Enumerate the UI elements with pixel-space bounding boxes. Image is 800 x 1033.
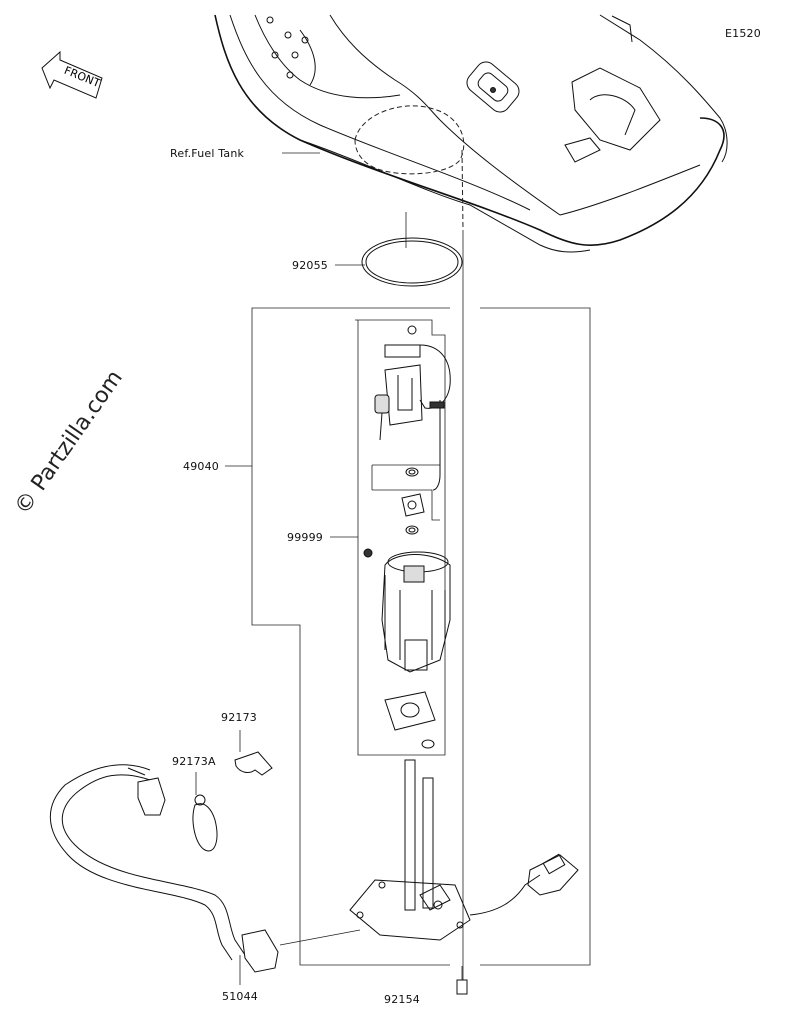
oring-and-connector-parts xyxy=(363,467,425,558)
pump-wire-connector xyxy=(469,853,579,916)
callout-92154[interactable]: 92154 xyxy=(384,993,420,1006)
callout-92173[interactable]: 92173 xyxy=(221,711,257,724)
front-arrow-icon: FRONT xyxy=(41,50,103,99)
fuel-level-sensor-part xyxy=(374,325,451,491)
pump-subassembly-frame xyxy=(330,319,446,756)
callout-92055[interactable]: 92055 xyxy=(292,259,328,272)
pump-flange-base xyxy=(349,759,471,995)
gasket-ring-92055 xyxy=(335,212,463,287)
callout-99999[interactable]: 99999 xyxy=(287,531,323,544)
fuel-pump-body xyxy=(381,551,451,749)
clamp-92173 xyxy=(234,730,273,776)
callout-49040[interactable]: 49040 xyxy=(183,460,219,473)
fuel-tank-drawing xyxy=(214,14,728,253)
fuel-hose-51044 xyxy=(49,764,361,985)
assembly-frame-49040 xyxy=(225,307,591,966)
callout-92173A[interactable]: 92173A xyxy=(172,755,216,768)
callout-51044[interactable]: 51044 xyxy=(222,990,258,1003)
diagram-code: E1520 xyxy=(725,27,761,40)
band-92173A xyxy=(192,772,218,852)
callout-ref-fuel-tank[interactable]: Ref.Fuel Tank xyxy=(170,147,245,160)
